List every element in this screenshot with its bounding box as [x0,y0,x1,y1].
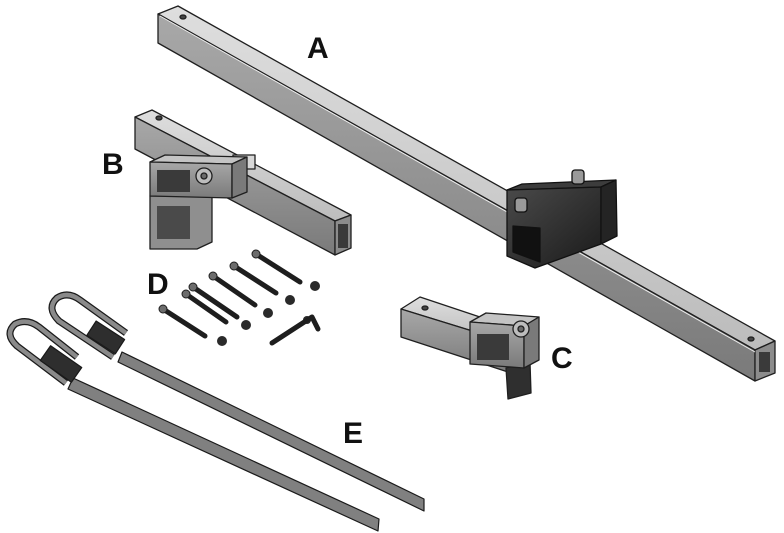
nut [217,336,227,346]
bracket-knob-left [514,197,528,213]
strap [6,318,380,532]
part-c-short-bracket [400,296,540,400]
part-a-screw-hole [179,14,187,20]
part-a-long-tube [157,5,776,382]
nut [285,295,295,305]
nut [241,320,251,330]
part-b-end-hole [338,224,348,248]
strap-buckle [39,345,83,383]
bolt [181,289,229,325]
bolt [188,282,240,320]
part-b-t-bracket [134,109,352,256]
bracket-side [600,179,618,245]
bolt [208,271,258,308]
label-c: C [551,342,573,375]
bolt [158,304,208,339]
part-b-clamp-opening [157,170,190,192]
part-b-screw-hole [155,115,163,121]
bracket-knob-right [571,169,585,185]
part-a-black-bracket [506,169,618,269]
label-a: A [307,32,329,65]
part-b-lower-opening [157,206,190,239]
hex-key [269,314,321,346]
label-d: D [147,268,169,301]
bolt [229,261,279,296]
part-a-screw-hole-end [747,336,755,342]
nut [263,308,273,318]
strap-buckle [86,320,126,355]
nut [310,281,320,291]
bracket-opening [512,225,541,263]
part-e-straps [6,291,425,532]
label-e: E [343,417,363,450]
strap [48,291,425,512]
label-b: B [102,148,124,181]
part-b-knob-center [200,172,208,180]
part-c-clamp-opening [477,334,509,360]
part-c-knob-center [517,325,525,333]
part-a-end-hole [759,352,770,372]
part-b-clamp-side [231,156,248,199]
bolt [251,249,303,285]
part-c-screw-hole [421,305,429,311]
part-a-edge-highlight [159,15,756,353]
part-d-hardware [158,249,321,346]
